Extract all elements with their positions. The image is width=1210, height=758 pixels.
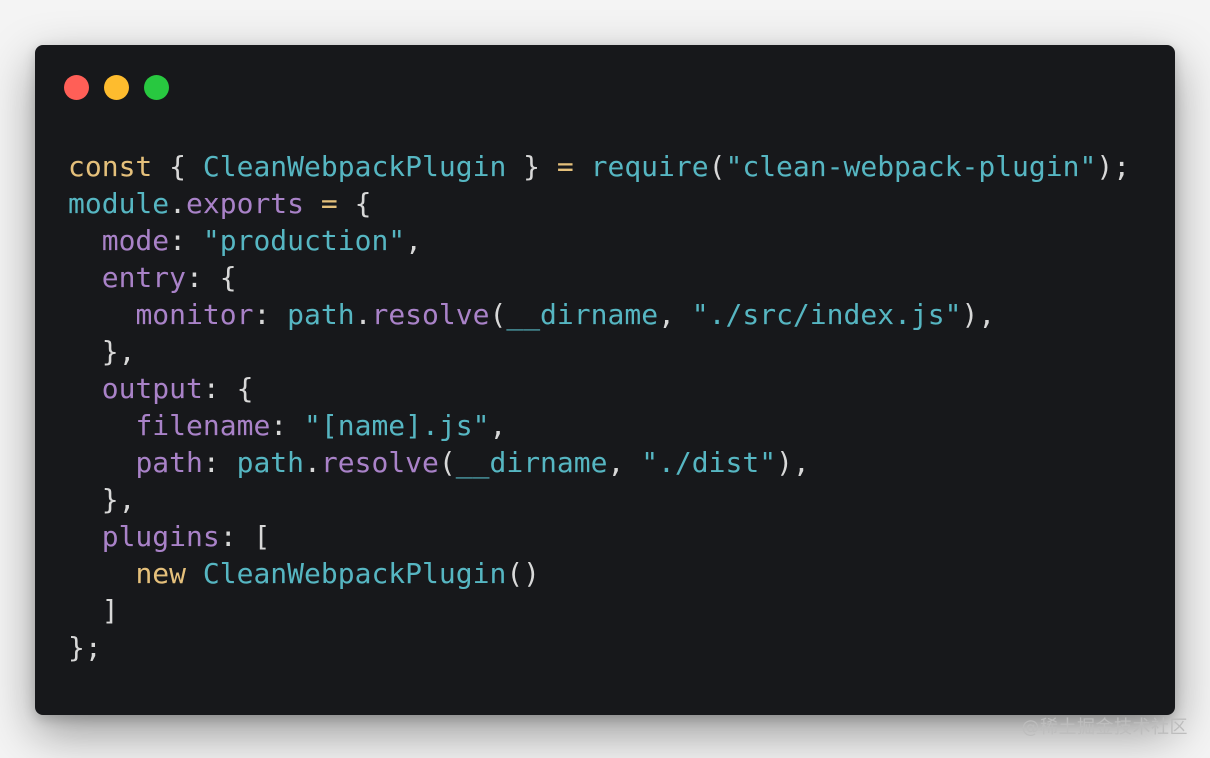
code-token-punct (68, 557, 135, 590)
code-token-punct (68, 298, 135, 331)
code-line: mode: "production", (68, 222, 1130, 259)
code-token-punct: , (489, 409, 507, 442)
code-token-punct (68, 224, 102, 257)
code-token-punct (304, 187, 321, 220)
code-token-punct: , (607, 446, 642, 479)
code-token-punct: () (506, 557, 541, 590)
code-token-punct: : (253, 298, 288, 331)
code-token-prop: monitor (135, 298, 254, 331)
code-line: new CleanWebpackPlugin() (68, 555, 1130, 592)
code-token-punct: ( (489, 298, 507, 331)
code-token-punct: : (202, 446, 237, 479)
code-token-punct: : { (186, 261, 237, 294)
code-token-prop: output (101, 372, 203, 405)
code-token-punct: . (354, 298, 372, 331)
code-line: plugins: [ (68, 518, 1130, 555)
code-token-punct: } (506, 150, 557, 183)
code-token-punct: , (658, 298, 692, 331)
code-token-prop: entry (101, 261, 187, 294)
code-token-string: "./src/index.js" (691, 298, 962, 331)
code-token-punct: , (405, 224, 423, 257)
code-token-punct (186, 557, 203, 590)
code-token-punct: { (337, 187, 372, 220)
watermark-text: @稀土掘金技术社区 (1021, 717, 1188, 738)
code-token-punct (68, 372, 102, 405)
code-token-prop: path (135, 446, 203, 479)
code-line: module.exports = { (68, 185, 1130, 222)
code-token-punct: ] (68, 594, 119, 627)
zoom-dot-icon[interactable] (144, 75, 169, 100)
code-token-keyword: = (556, 150, 574, 183)
code-line: entry: { (68, 259, 1130, 296)
code-token-string: "[name].js" (304, 409, 490, 442)
code-block: const { CleanWebpackPlugin } = require("… (68, 148, 1130, 666)
code-token-punct: ( (708, 150, 726, 183)
close-dot-icon[interactable] (64, 75, 89, 100)
code-token-prop: plugins (101, 520, 220, 553)
code-token-prop: filename (135, 409, 271, 442)
code-token-punct: : [ (219, 520, 271, 553)
code-line: const { CleanWebpackPlugin } = require("… (68, 148, 1130, 185)
code-line: ] (68, 592, 1130, 629)
code-token-prop: mode (101, 224, 170, 257)
code-token-string: "clean-webpack-plugin" (725, 150, 1097, 183)
code-token-punct: . (169, 187, 187, 220)
code-token-ident: CleanWebpackPlugin (202, 150, 507, 183)
code-token-punct (68, 261, 102, 294)
code-token-ident: module (68, 187, 170, 220)
code-token-punct: }, (68, 483, 136, 516)
code-token-punct: : (270, 409, 305, 442)
code-line: }, (68, 481, 1130, 518)
code-token-punct: ( (438, 446, 456, 479)
code-line: path: path.resolve(__dirname, "./dist"), (68, 444, 1130, 481)
code-token-punct: : { (202, 372, 254, 405)
code-token-ident: __dirname (455, 446, 608, 479)
code-token-punct: : (169, 224, 203, 257)
code-line: }, (68, 333, 1130, 370)
code-token-punct: ), (961, 298, 996, 331)
code-token-ident: path (236, 446, 305, 479)
code-line: monitor: path.resolve(__dirname, "./src/… (68, 296, 1130, 333)
code-token-punct: }, (68, 335, 136, 368)
code-token-punct: { (152, 150, 203, 183)
code-window: const { CleanWebpackPlugin } = require("… (35, 45, 1175, 715)
code-line: output: { (68, 370, 1130, 407)
code-token-punct: . (304, 446, 321, 479)
code-token-prop: resolve (320, 446, 439, 479)
code-line: }; (68, 629, 1130, 666)
code-token-ident: path (287, 298, 355, 331)
code-token-punct (68, 409, 135, 442)
code-token-punct (68, 520, 102, 553)
code-token-keyword: = (320, 187, 338, 220)
code-token-string: "production" (202, 224, 406, 257)
code-token-prop: resolve (371, 298, 490, 331)
code-token-ident: CleanWebpackPlugin (202, 557, 507, 590)
code-token-punct: ), (776, 446, 810, 479)
code-token-punct (68, 446, 135, 479)
code-token-ident: require (590, 150, 709, 183)
window-controls (64, 75, 169, 100)
minimize-dot-icon[interactable] (104, 75, 129, 100)
code-token-string: "./dist" (641, 446, 777, 479)
code-token-keyword: const (68, 150, 153, 183)
code-token-punct (574, 150, 591, 183)
code-line: filename: "[name].js", (68, 407, 1130, 444)
code-token-prop: exports (186, 187, 305, 220)
code-token-keyword: new (135, 557, 187, 590)
code-token-punct: ); (1096, 150, 1131, 183)
code-token-ident: __dirname (506, 298, 659, 331)
code-token-punct: }; (68, 631, 102, 664)
